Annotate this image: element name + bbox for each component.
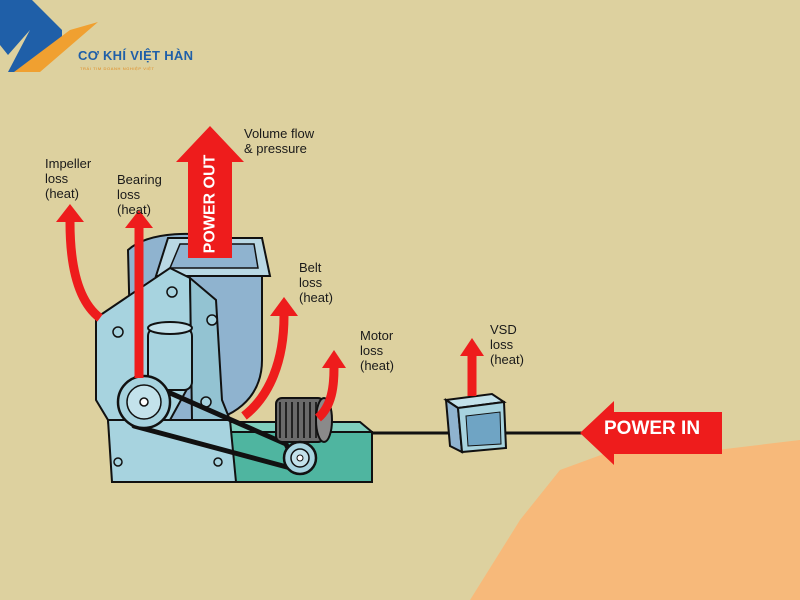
vsd-loss-label: VSD loss (heat) xyxy=(490,322,524,367)
bearing-loss-label: Bearing loss (heat) xyxy=(117,172,162,217)
fan-pulley xyxy=(116,374,172,430)
impeller-loss-arrow xyxy=(65,221,103,322)
power-in-arrow xyxy=(580,401,722,465)
power-out-arrow xyxy=(176,126,244,258)
impeller-loss-label: Impeller loss (heat) xyxy=(45,156,92,201)
vsd-box xyxy=(443,392,508,454)
bearing-loss-arrowhead xyxy=(125,210,153,228)
power-out-label: POWER OUT xyxy=(201,154,219,254)
power-out-label-wrap: POWER OUT xyxy=(188,150,232,258)
vsd-loss-arrowhead xyxy=(460,338,484,356)
belt-loss-arrow xyxy=(241,315,289,420)
belt-loss-arrowhead xyxy=(270,297,298,316)
logo-name: CƠ KHÍ VIỆT HÀN xyxy=(78,48,194,63)
belt-loss-label: Belt loss (heat) xyxy=(299,260,333,305)
bearing-housing xyxy=(147,321,193,391)
motor-loss-arrow xyxy=(314,367,339,422)
motor-loss-arrowhead xyxy=(322,350,346,368)
logo-tagline: TRÁI TIM DOANH NGHIỆP VIỆT xyxy=(80,66,155,71)
power-in-label: POWER IN xyxy=(604,418,701,439)
motor-pulley xyxy=(282,440,318,476)
impeller-loss-arrowhead xyxy=(56,204,84,222)
logo-icon xyxy=(0,0,98,72)
motor-loss-label: Motor loss (heat) xyxy=(360,328,394,373)
corner-patch xyxy=(470,440,800,600)
volume-flow-label: Volume flow & pressure xyxy=(244,126,315,156)
